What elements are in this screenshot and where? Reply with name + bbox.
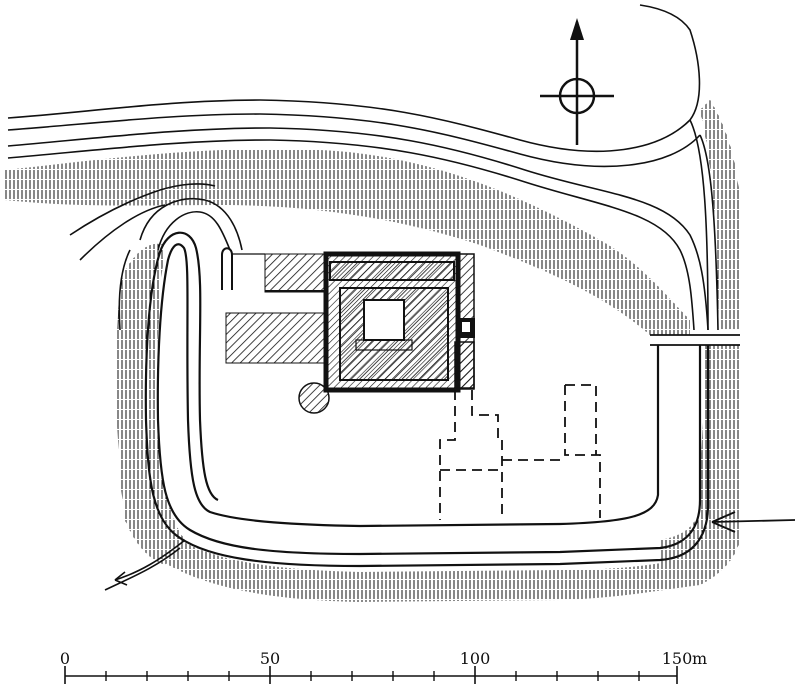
scale-label-50: 50 [260,649,280,668]
scale-label-0: 0 [60,649,70,668]
west-range [225,312,327,364]
scale-unit: m [692,649,707,668]
round-tower [298,382,330,414]
scale-bar: 0 50 100 150 m [60,649,707,684]
buildings [221,247,475,414]
north-arrow-icon [540,18,614,145]
southwest-outflow [104,539,186,591]
north-range [264,253,326,293]
scale-label-100: 100 [460,649,491,668]
keep-courtyard [363,299,405,341]
former-buildings [439,384,601,520]
northwest-tower-outline [221,247,233,290]
moat [139,198,710,568]
northwest-road [69,183,216,331]
scale-label-150: 150 [662,649,693,668]
east-causeway [650,334,740,346]
north-road [7,4,719,331]
inflow-arrow [711,511,796,533]
